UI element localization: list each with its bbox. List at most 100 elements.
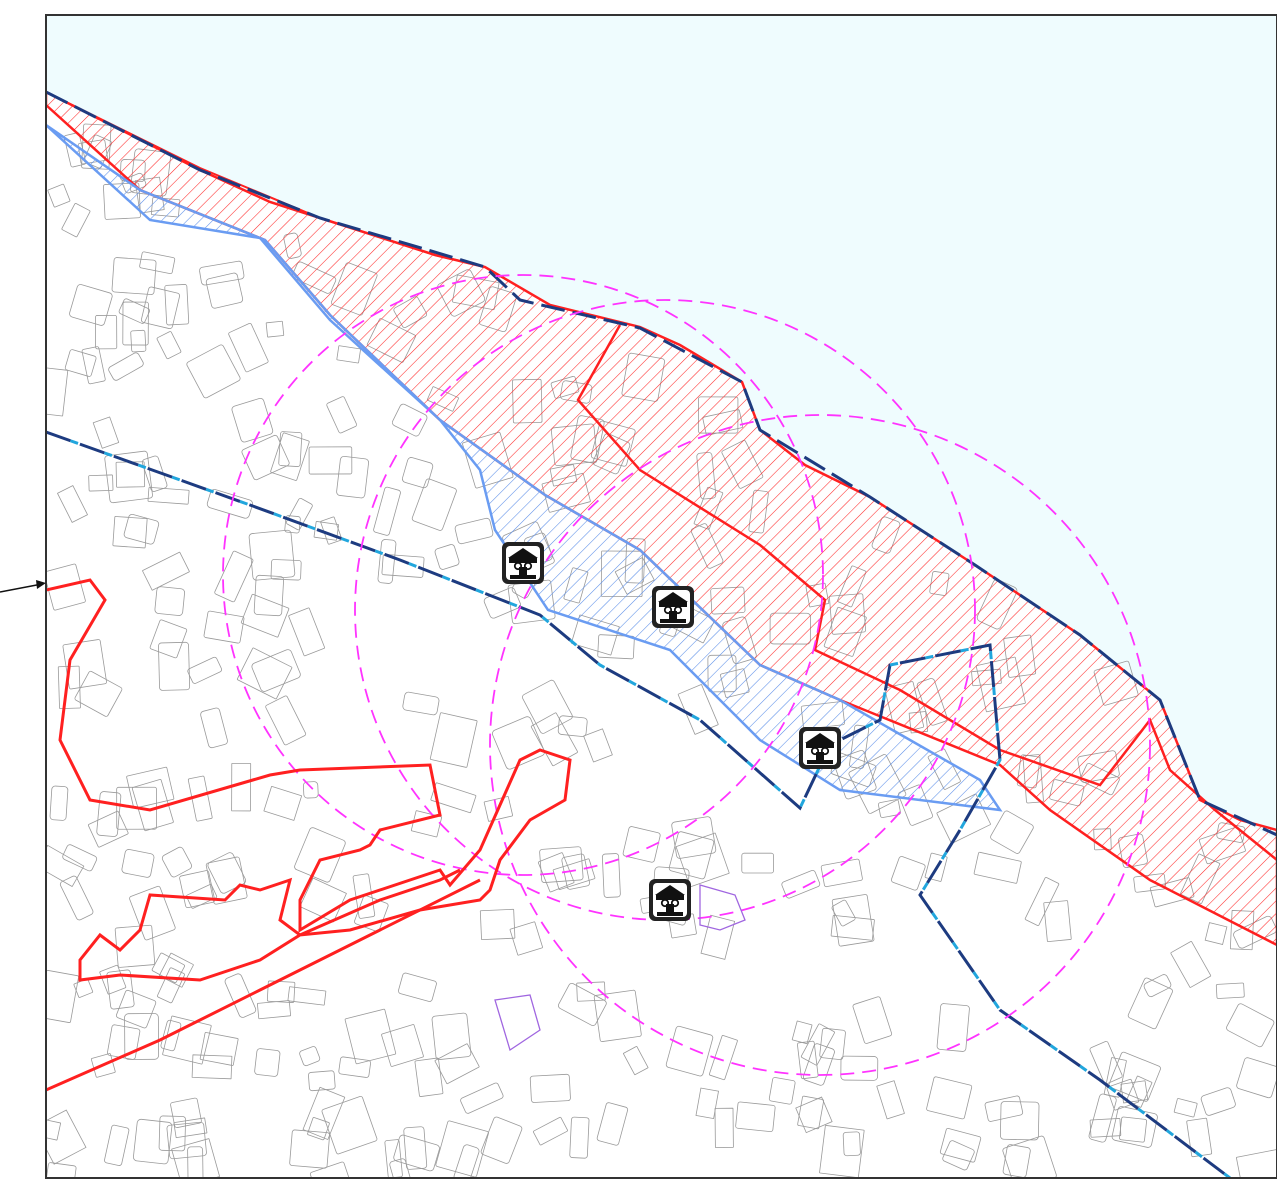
parcel (46, 845, 85, 887)
parcel (205, 856, 248, 905)
monument-2[interactable] (651, 585, 695, 629)
parcel (147, 487, 190, 505)
parcel (830, 914, 875, 941)
parcel (539, 846, 584, 883)
parcel (924, 852, 948, 882)
monument-4[interactable] (648, 878, 692, 922)
parcel (492, 716, 545, 770)
parcel (1119, 1116, 1148, 1143)
parcel (1089, 1041, 1123, 1085)
parcel (435, 1120, 489, 1178)
parcel (842, 1131, 861, 1157)
blue-hatched-zone[interactable] (46, 123, 1003, 812)
parcel (381, 553, 425, 578)
parcel (878, 799, 901, 818)
parcel (558, 982, 607, 1026)
parcel (123, 513, 160, 545)
parcel (114, 924, 156, 968)
parcel (999, 1101, 1040, 1141)
parcel (1236, 1057, 1277, 1099)
parcel (112, 516, 148, 549)
parcel (430, 782, 477, 814)
parcel (668, 831, 715, 880)
parcel (307, 1117, 330, 1141)
parcel (108, 352, 144, 381)
parcel (377, 539, 397, 584)
parcel (231, 397, 274, 443)
parcel (308, 1070, 336, 1092)
parcel (228, 322, 269, 373)
parcel (263, 785, 303, 821)
parcel (46, 970, 79, 1023)
parcel (973, 851, 1022, 884)
parcel (106, 969, 135, 1010)
parcel (187, 656, 222, 684)
parcel (876, 1080, 905, 1120)
parcel (129, 885, 176, 941)
parcel (665, 1025, 714, 1077)
monument-1[interactable] (501, 541, 545, 585)
parcel (99, 964, 127, 995)
parcel (130, 329, 147, 353)
parcel (309, 1161, 353, 1178)
parcel (1173, 1098, 1198, 1118)
parcel (199, 260, 245, 286)
parcel (62, 844, 98, 872)
parcel (187, 1146, 204, 1178)
parcel (622, 826, 661, 863)
parcel (206, 489, 253, 519)
parcel (240, 593, 290, 638)
parcel (1002, 1144, 1031, 1178)
parcel (170, 1097, 202, 1128)
parcel (483, 796, 514, 822)
parcel (284, 515, 301, 534)
parcel (561, 853, 591, 890)
parcel (231, 763, 252, 812)
parcel (1089, 1118, 1122, 1138)
parcel (1215, 982, 1245, 999)
parcel (88, 474, 114, 492)
parcel (154, 586, 186, 616)
parcel (214, 550, 254, 603)
parcel (533, 1116, 568, 1146)
parcel (1127, 977, 1173, 1030)
monument-3[interactable] (798, 726, 842, 770)
parcel (308, 446, 353, 475)
parcel (529, 1073, 571, 1103)
parcel (302, 1086, 346, 1140)
parcel (509, 921, 543, 956)
parcel (344, 1008, 397, 1065)
parcel (831, 899, 856, 927)
parcel (402, 457, 434, 489)
parcel (677, 684, 719, 735)
parcel (429, 712, 478, 768)
parcel (695, 1087, 719, 1120)
parcel (46, 1162, 77, 1178)
parcel (289, 1129, 330, 1169)
parcel (124, 1013, 160, 1060)
parcel (336, 345, 361, 364)
parcel (265, 695, 307, 746)
monument-purple-outlines (494, 884, 746, 1052)
parcel (1170, 941, 1212, 988)
parcel (288, 607, 325, 657)
parcel (1204, 922, 1228, 945)
parcel (373, 486, 401, 536)
parcel (270, 432, 310, 481)
parcel (936, 1003, 970, 1052)
parcel (96, 791, 122, 837)
parcel (286, 497, 313, 531)
parcel (434, 544, 460, 570)
parcel (802, 1043, 835, 1086)
parcel (891, 856, 926, 891)
parcel (47, 183, 71, 208)
parcel (393, 1134, 440, 1172)
parcel (797, 1040, 819, 1080)
parcel (791, 1020, 813, 1045)
parcel (81, 346, 106, 385)
parcel (1088, 1093, 1117, 1143)
pointer-arrow (0, 580, 46, 593)
parcel (389, 1158, 417, 1178)
